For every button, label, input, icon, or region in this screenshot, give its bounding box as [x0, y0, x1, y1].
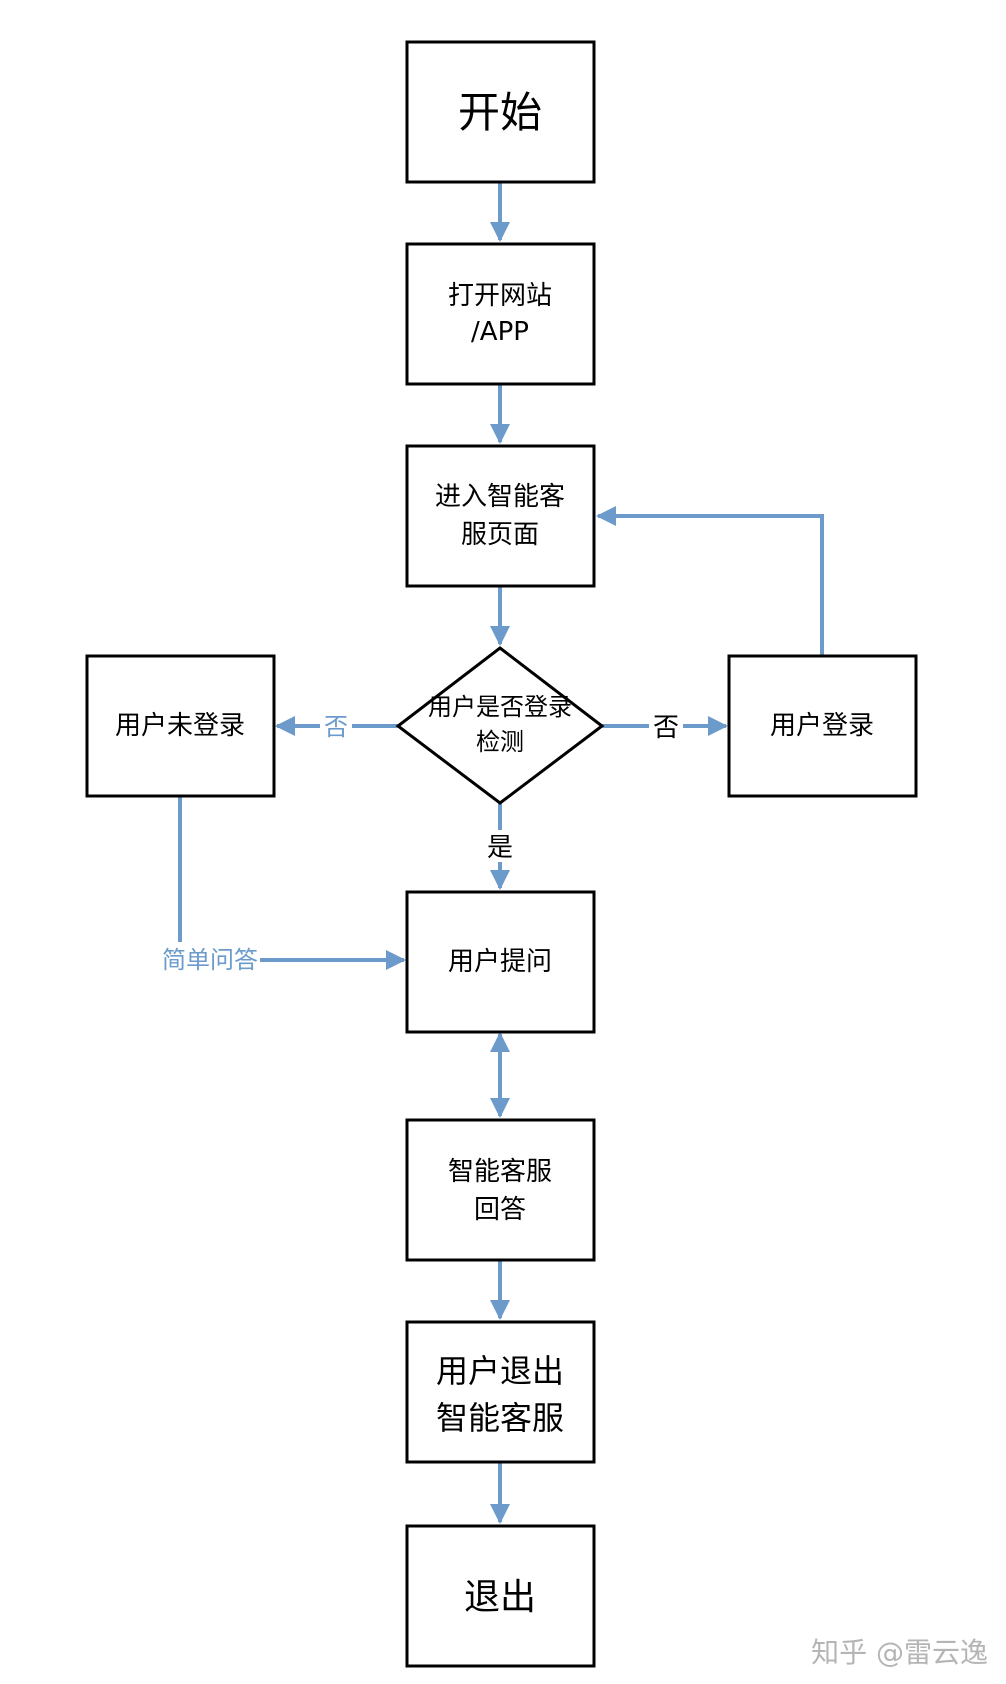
edge-not-logged-in-to-user-question [178, 796, 406, 970]
node-exit-label: 退出 [464, 1577, 536, 1618]
edge-label-yes-bg [484, 830, 518, 862]
node-user-login-box [727, 654, 918, 798]
node-open-site: 打开网站 /APP [405, 242, 596, 386]
edge-user-login-to-enter-service [596, 506, 824, 656]
watermark-text: 知乎 @雷云逸 [811, 1636, 988, 1669]
node-user-exit-service-label-line1: 用户退出 [436, 1352, 564, 1390]
node-service-answer-label-line2: 回答 [474, 1195, 526, 1225]
node-not-logged-in-box [85, 654, 276, 798]
node-exit: 退出 [405, 1524, 596, 1668]
node-start-box [405, 40, 596, 184]
node-login-check: 用户是否登录 检测 [395, 646, 605, 805]
node-user-login: 用户登录 [727, 654, 918, 798]
node-login-check-label-line2: 检测 [476, 728, 524, 756]
edge-label-simple-qa-bg [160, 942, 260, 976]
node-open-site-label-line2: /APP [471, 317, 529, 347]
edge-label-no-right-bg [649, 708, 683, 742]
node-enter-service: 进入智能客 服页面 [405, 444, 596, 588]
edge-label-no-left: 否 [324, 713, 348, 741]
edge-label-no-right: 否 [653, 713, 679, 743]
node-user-exit-service-label-line2: 智能客服 [436, 1399, 564, 1437]
node-not-logged-in: 用户未登录 [85, 654, 276, 798]
edge-label-yes: 是 [487, 833, 513, 863]
node-login-check-label-line1: 用户是否登录 [428, 693, 572, 721]
node-user-question-label: 用户提问 [448, 947, 552, 977]
node-open-site-label-line1: 打开网站 [448, 281, 552, 311]
node-start-label: 开始 [458, 88, 542, 137]
node-login-check-diamond [395, 646, 605, 805]
node-not-logged-in-label: 用户未登录 [115, 711, 245, 741]
node-enter-service-label-line1: 进入智能客 [435, 482, 565, 512]
node-user-question: 用户提问 [405, 890, 596, 1034]
node-enter-service-box [405, 444, 596, 588]
node-service-answer-box [405, 1118, 596, 1262]
node-user-login-label: 用户登录 [770, 711, 874, 741]
node-start: 开始 [405, 40, 596, 184]
node-user-exit-service-box [405, 1320, 596, 1464]
node-user-question-box [405, 890, 596, 1034]
node-service-answer: 智能客服 回答 [405, 1118, 596, 1262]
edge-label-no-left-bg [320, 710, 352, 742]
node-user-exit-service: 用户退出 智能客服 [405, 1320, 596, 1464]
edge-labels: 否 否 是 简单问答 [160, 708, 683, 976]
node-enter-service-label-line2: 服页面 [461, 520, 539, 550]
edge-label-simple-qa: 简单问答 [162, 946, 258, 974]
node-open-site-box [405, 242, 596, 386]
node-service-answer-label-line1: 智能客服 [448, 1157, 552, 1187]
node-exit-box [405, 1524, 596, 1668]
